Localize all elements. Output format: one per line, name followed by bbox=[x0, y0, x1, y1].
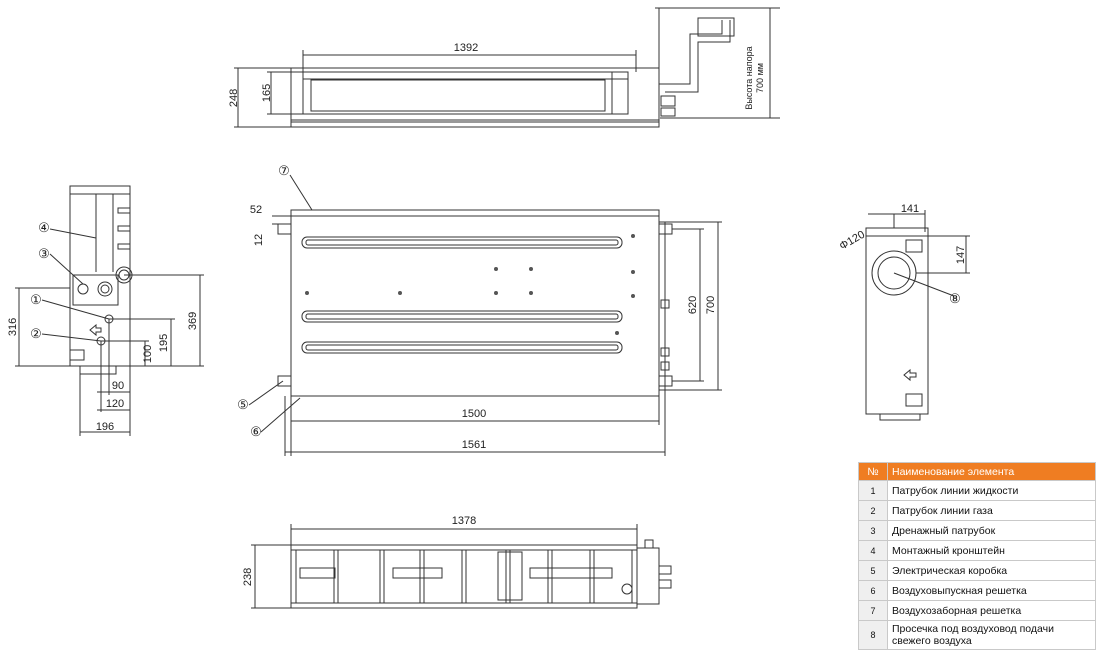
legend-row-name: Электрическая коробка bbox=[887, 560, 1096, 581]
leader-5 bbox=[248, 380, 284, 406]
top-view bbox=[234, 7, 780, 128]
side-view-right bbox=[865, 210, 970, 421]
legend-row-num: 5 bbox=[858, 560, 888, 581]
legend-row-name: Просечка под воздуховод подачи свежего в… bbox=[887, 620, 1096, 650]
dim-side-100: 100 bbox=[142, 345, 154, 363]
side-view-left bbox=[15, 185, 204, 436]
dim-right-147: 147 bbox=[955, 246, 967, 264]
leader-4 bbox=[49, 228, 97, 239]
head-note-line1: Высота напора bbox=[744, 46, 754, 109]
dim-right-diameter: Φ120 bbox=[838, 229, 868, 253]
legend-row-num: 8 bbox=[858, 620, 888, 650]
head-note-line2: 700 мм bbox=[755, 63, 765, 93]
legend-row-num: 7 bbox=[858, 600, 888, 621]
callout-2: ② bbox=[30, 326, 42, 341]
dim-top-165: 165 bbox=[261, 84, 273, 102]
dim-side-316: 316 bbox=[7, 318, 19, 336]
dim-bottom-1378: 1378 bbox=[452, 515, 476, 527]
leader-2 bbox=[41, 333, 102, 342]
legend-header-name: Наименование элемента bbox=[887, 462, 1096, 481]
leader-1 bbox=[41, 299, 110, 320]
dim-front-52: 52 bbox=[250, 204, 262, 216]
legend-row-name: Патрубок линии газа bbox=[887, 500, 1096, 521]
leader-6 bbox=[260, 397, 301, 433]
callout-7: ⑦ bbox=[278, 163, 290, 178]
dim-right-141: 141 bbox=[901, 203, 919, 215]
dim-front-620: 620 bbox=[687, 296, 699, 314]
legend-row-name: Монтажный кронштейн bbox=[887, 540, 1096, 561]
dim-side-196: 196 bbox=[96, 421, 114, 433]
callout-3: ③ bbox=[38, 246, 50, 261]
legend-row-num: 4 bbox=[858, 540, 888, 561]
dim-top-248: 248 bbox=[228, 89, 240, 107]
callout-4: ④ bbox=[38, 220, 50, 235]
callout-8: ⑧ bbox=[949, 291, 961, 306]
legend-row-num: 1 bbox=[858, 480, 888, 501]
dim-front-1561: 1561 bbox=[462, 439, 486, 451]
dim-front-12: 12 bbox=[253, 234, 265, 246]
dim-side-90: 90 bbox=[112, 380, 124, 392]
callout-1: ① bbox=[30, 292, 42, 307]
legend-row-num: 2 bbox=[858, 500, 888, 521]
legend-header-row: № Наименование элемента bbox=[858, 462, 1096, 481]
dim-side-369: 369 bbox=[187, 312, 199, 330]
leader-3 bbox=[49, 253, 84, 285]
legend-header-num: № bbox=[858, 462, 888, 481]
legend-row-name: Воздухозаборная решетка bbox=[887, 600, 1096, 621]
dim-bottom-238: 238 bbox=[242, 568, 254, 586]
bottom-view bbox=[251, 524, 672, 609]
callout-5: ⑤ bbox=[237, 397, 249, 412]
dim-front-1500: 1500 bbox=[462, 408, 486, 420]
dim-side-120: 120 bbox=[106, 398, 124, 410]
legend-row-num: 3 bbox=[858, 520, 888, 541]
dim-top-1392: 1392 bbox=[454, 42, 478, 54]
dim-front-700: 700 bbox=[705, 296, 717, 314]
legend-row-name: Воздуховыпускная решетка bbox=[887, 580, 1096, 601]
legend-row-num: 6 bbox=[858, 580, 888, 601]
legend-row-name: Патрубок линии жидкости bbox=[887, 480, 1096, 501]
legend-row-name: Дренажный патрубок bbox=[887, 520, 1096, 541]
callout-6: ⑥ bbox=[250, 424, 262, 439]
leader-7 bbox=[289, 174, 313, 211]
dim-side-195: 195 bbox=[158, 334, 170, 352]
front-view bbox=[272, 209, 722, 456]
